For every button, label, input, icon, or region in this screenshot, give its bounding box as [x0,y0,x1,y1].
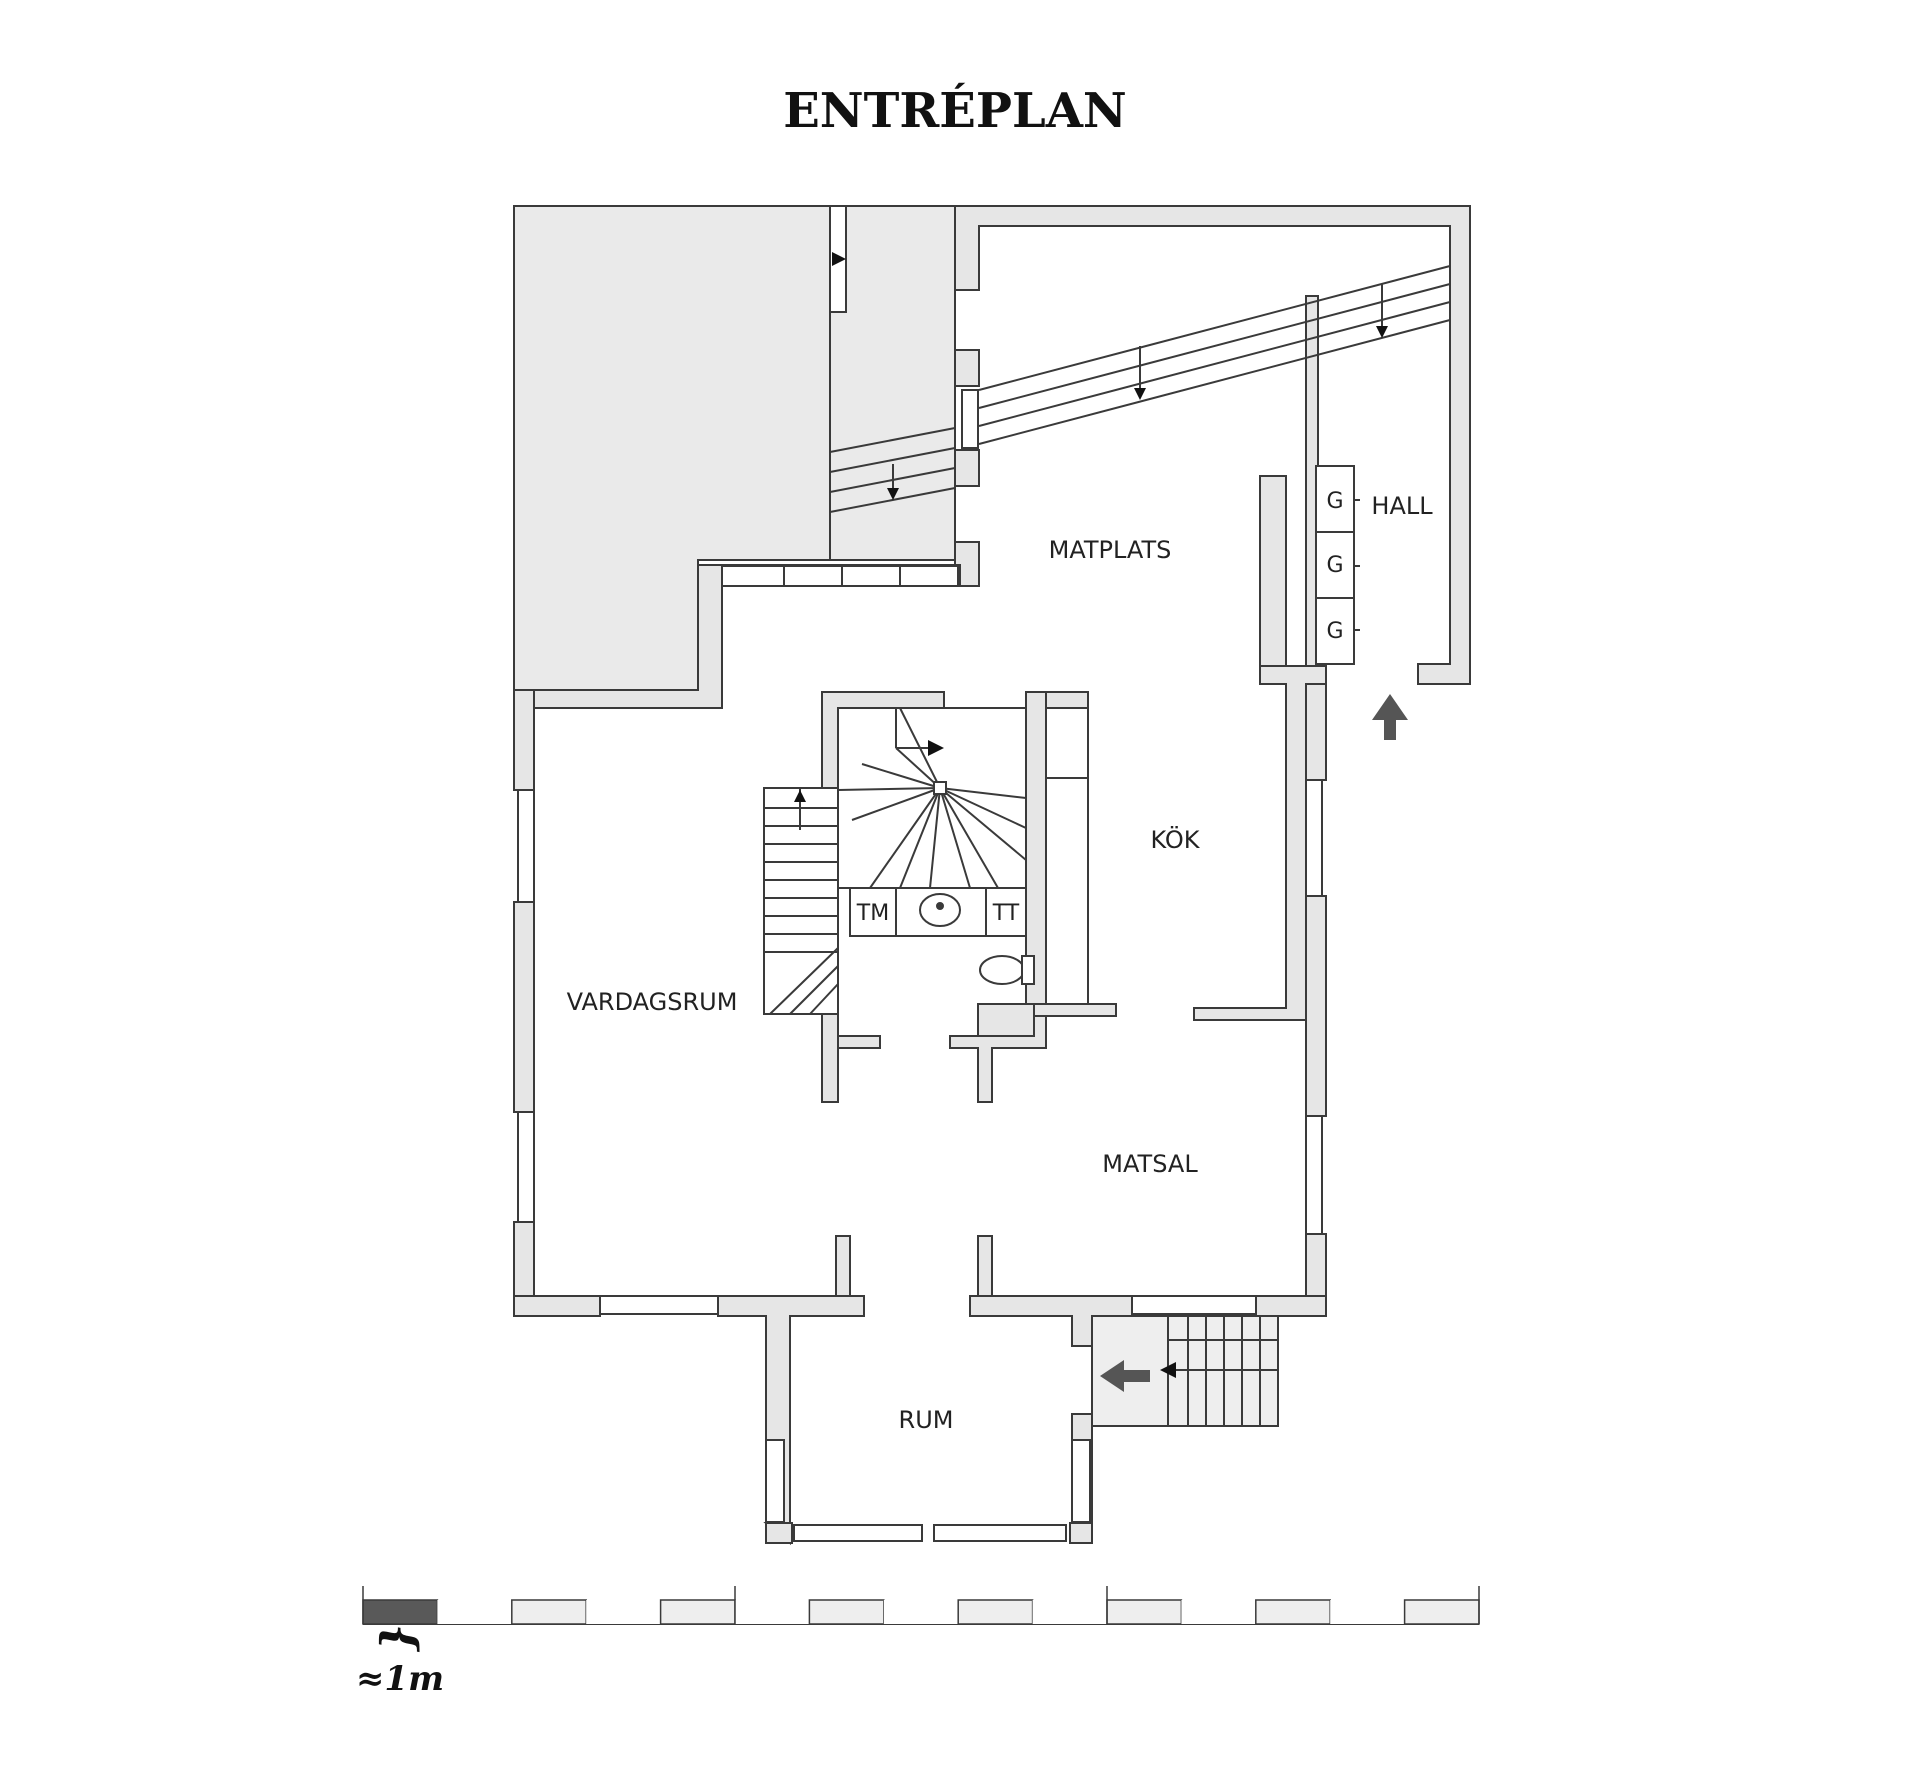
terrace-area [513,205,956,691]
scale-segment [1106,1599,1183,1625]
stair-arrow-icon [928,740,944,756]
scale-segment [511,1599,587,1625]
roof-arrows [887,326,1388,500]
scale-segment [735,1600,810,1624]
tm-label: TM [856,901,889,926]
terrace-arrow-icon [832,252,846,266]
scale-segment [883,1600,959,1624]
scale-bar [362,1586,1480,1625]
scale-segment [586,1600,661,1624]
scale-brace-icon: { [375,1624,426,1653]
scale-segment [1403,1599,1480,1625]
room-label-matplats: MATPLATS [1049,536,1172,564]
scale-segment [957,1599,1034,1625]
scale-segment [1255,1599,1331,1625]
windows [517,389,1323,1542]
room-label-rum: RUM [899,1406,954,1434]
room-label-matsal: MATSAL [1102,1150,1198,1178]
scale-segment [659,1599,736,1625]
room-label-hall: HALL [1371,492,1433,520]
wardrobe [1315,465,1360,665]
side-staircase [763,787,839,1015]
wardrobe-label-3: G [1326,619,1343,644]
room-label-vardagsrum: VARDAGSRUM [567,988,738,1016]
wardrobe-label-1: G [1326,489,1343,514]
scale-segment [437,1600,512,1624]
hall-entrance-arrow-icon [1372,694,1408,740]
scale-segment [1181,1600,1256,1624]
spiral-staircase [837,707,1027,889]
scale-segment [808,1599,885,1625]
main-entrance-arrow-icon [1100,1360,1150,1392]
scale-segment [1032,1600,1107,1624]
wardrobe-label-2: G [1326,553,1343,578]
plan-title: ENTRÉPLAN [783,82,1127,139]
scale-segment [1330,1600,1405,1624]
tt-label: TT [992,901,1020,926]
scale-label: ≈1m [356,1659,444,1699]
roof-lines [829,265,1451,513]
room-label-kok: KÖK [1150,825,1200,854]
side-stair-arrow-icon [794,790,806,802]
steps-arrow-icon [1160,1362,1176,1378]
wc-fixtures [849,887,1035,985]
scale-segment [362,1599,439,1625]
kitchen-counter [1045,707,1089,1005]
